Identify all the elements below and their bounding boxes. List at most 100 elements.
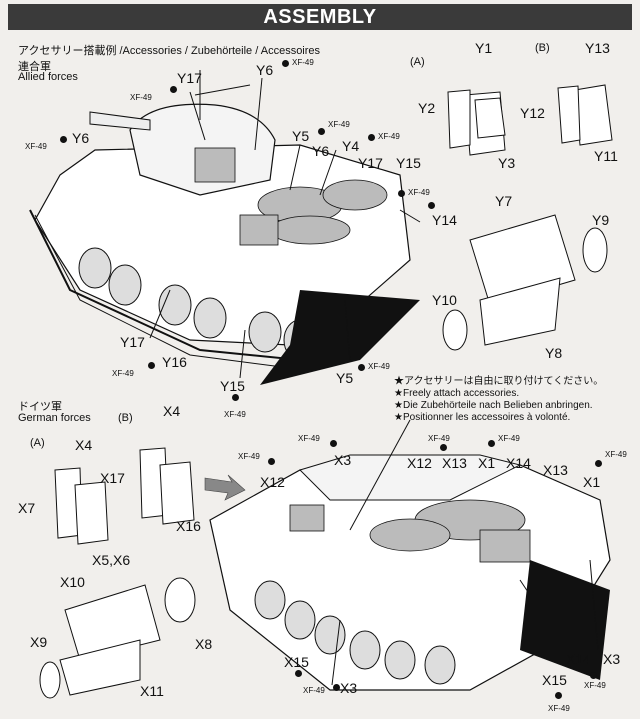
german-forces-en: German forces (18, 412, 91, 424)
part-label: X13 (442, 455, 467, 471)
paint-dot (148, 362, 155, 369)
paint-code: XF-49 (548, 704, 570, 713)
part-label: Y6 (312, 143, 330, 159)
paint-code: XF-49 (428, 434, 450, 443)
paint-code: XF-49 (25, 142, 47, 151)
paint-dot (330, 440, 337, 447)
paint-code: XF-49 (303, 686, 325, 695)
paint-dot (590, 672, 597, 679)
paint-code: XF-49 (224, 410, 246, 419)
part-label: X15 (284, 654, 309, 670)
part-label: Y1 (475, 40, 493, 56)
paint-dot (555, 692, 562, 699)
paint-code: XF-49 (130, 93, 152, 102)
part-label: Y6 (256, 62, 274, 78)
part-label: Y2 (418, 100, 436, 116)
paint-dot (318, 128, 325, 135)
note-de: ★Die Zubehörteile nach Belieben anbringe… (394, 400, 593, 411)
part-label: Y5 (336, 370, 354, 386)
part-label: Y6 (72, 130, 90, 146)
part-label: X15 (542, 672, 567, 688)
paint-code: XF-49 (238, 452, 260, 461)
sherman-tank-drawing (29, 70, 420, 385)
allied-drum-drawing (442, 214, 608, 351)
paint-code: XF-49 (498, 434, 520, 443)
paint-dot (595, 460, 602, 467)
allied-forces-en: Allied forces (18, 71, 78, 83)
part-label: Y17 (358, 155, 383, 171)
assembly-banner: ASSEMBLY (8, 4, 632, 30)
paint-dot (170, 86, 177, 93)
part-label: Y5 (292, 128, 310, 144)
paint-code: XF-49 (112, 369, 134, 378)
paint-dot (295, 670, 302, 677)
allied-jerrycans-drawing (447, 84, 613, 156)
paint-code: XF-49 (378, 132, 400, 141)
paint-code: XF-49 (292, 58, 314, 67)
part-label: X10 (60, 574, 85, 590)
part-label: Y7 (495, 193, 513, 209)
part-label: Y8 (545, 345, 563, 361)
paint-code: XF-49 (328, 120, 350, 129)
part-label: X3 (334, 452, 352, 468)
accessories-header: アクセサリー搭載例 /Accessories / Zubehörteile / … (18, 45, 321, 57)
part-label: X13 (543, 462, 568, 478)
part-label: X17 (100, 470, 125, 486)
paint-code: XF-49 (408, 188, 430, 197)
part-label: Y3 (498, 155, 516, 171)
part-label: X1 (478, 455, 496, 471)
part-label: X14 (566, 651, 591, 667)
german-tank-drawing (204, 454, 611, 691)
german-forces-jp: ドイツ軍 (18, 401, 62, 413)
group-b-label: (B) (118, 412, 133, 424)
part-label: Y16 (162, 354, 187, 370)
note-jp: ★アクセサリーは自由に取り付けてください。 (394, 376, 604, 387)
group-a-label: (A) (410, 56, 425, 68)
german-drum-drawing (39, 577, 196, 699)
paint-dot (333, 684, 340, 691)
part-label: Y15 (396, 155, 421, 171)
paint-dot (368, 134, 375, 141)
part-label: Y17 (120, 334, 145, 350)
group-b-label: (B) (535, 42, 550, 54)
part-label: X5,X6 (92, 552, 131, 568)
part-label: X3 (603, 651, 621, 667)
part-label: Y14 (432, 212, 457, 228)
part-label: X7 (18, 500, 36, 516)
part-label: Y13 (585, 40, 610, 56)
paint-dot (440, 444, 447, 451)
paint-dot (398, 190, 405, 197)
paint-code: XF-49 (584, 681, 606, 690)
part-label: Y15 (220, 378, 245, 394)
paint-dot (60, 136, 67, 143)
part-label: Y11 (594, 148, 618, 164)
part-label: X12 (260, 474, 285, 490)
paint-dot (282, 60, 289, 67)
part-label: X8 (195, 636, 213, 652)
part-label: X3 (340, 680, 358, 696)
part-label: X4 (163, 403, 181, 419)
paint-dot (428, 202, 435, 209)
paint-dot (268, 458, 275, 465)
part-label: Y10 (432, 292, 457, 308)
part-label: X11 (140, 683, 164, 699)
paint-dot (232, 394, 239, 401)
part-label: Y17 (177, 70, 202, 86)
paint-dot (488, 440, 495, 447)
part-label: X16 (176, 518, 201, 534)
group-a-label: (A) (30, 437, 45, 449)
allied-forces-jp: 連合軍 (18, 61, 51, 73)
german-jerrycans-drawing (54, 447, 195, 545)
part-label: X1 (583, 474, 601, 490)
part-label: Y9 (592, 212, 610, 228)
paint-code: XF-49 (368, 362, 390, 371)
part-label: X4 (75, 437, 93, 453)
part-label: X9 (30, 634, 48, 650)
paint-code: XF-49 (605, 450, 627, 459)
note-fr: ★Positionner les accessoires à volonté. (394, 412, 571, 423)
note-en: ★Freely attach accessories. (394, 388, 520, 399)
paint-dot (358, 364, 365, 371)
paint-code: XF-49 (298, 434, 320, 443)
part-label: X14 (506, 455, 531, 471)
